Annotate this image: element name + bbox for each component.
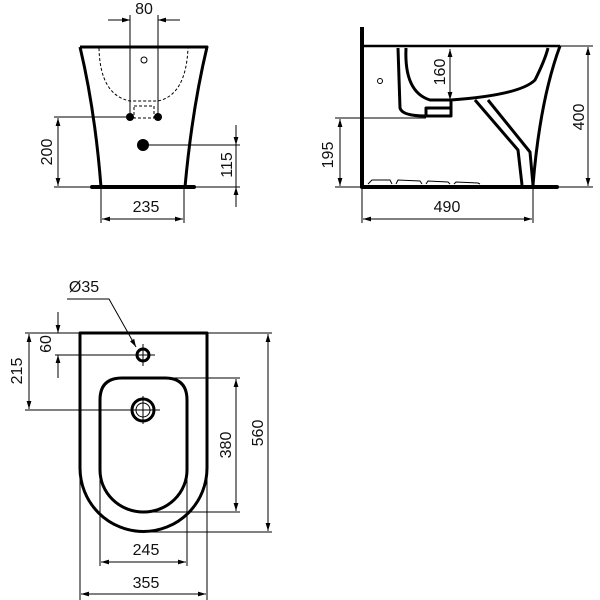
front-outline [78, 45, 209, 188]
dim-235: 235 [133, 199, 160, 216]
dim-355: 355 [133, 575, 160, 592]
top-view: Ø35 60 215 380 560 245 355 [9, 279, 272, 600]
dim-560: 560 [250, 420, 267, 447]
dim-245: 245 [133, 542, 160, 559]
dim-380: 380 [218, 432, 235, 459]
tap-hole-icon [140, 56, 148, 64]
side-trap [473, 99, 535, 186]
side-bowl [396, 47, 550, 118]
dim-195: 195 [320, 142, 337, 169]
side-outline [531, 45, 562, 186]
top-bowl [98, 376, 189, 514]
dim-115: 115 [219, 152, 236, 178]
dim-160: 160 [432, 59, 449, 86]
dim-490: 490 [434, 199, 461, 216]
dim-60: 60 [38, 335, 55, 353]
top-outline [78, 331, 209, 533]
dim-200: 200 [39, 139, 56, 166]
front-hidden-box [133, 105, 155, 119]
side-view: 160 195 400 490 [320, 27, 593, 223]
dim-diameter-35: Ø35 [69, 279, 99, 296]
dim-215: 215 [9, 358, 26, 385]
dim-80: 80 [135, 1, 153, 18]
dim-400: 400 [571, 104, 588, 131]
front-view: 80 200 115 235 [39, 1, 240, 223]
front-bowl-hidden [98, 47, 189, 102]
